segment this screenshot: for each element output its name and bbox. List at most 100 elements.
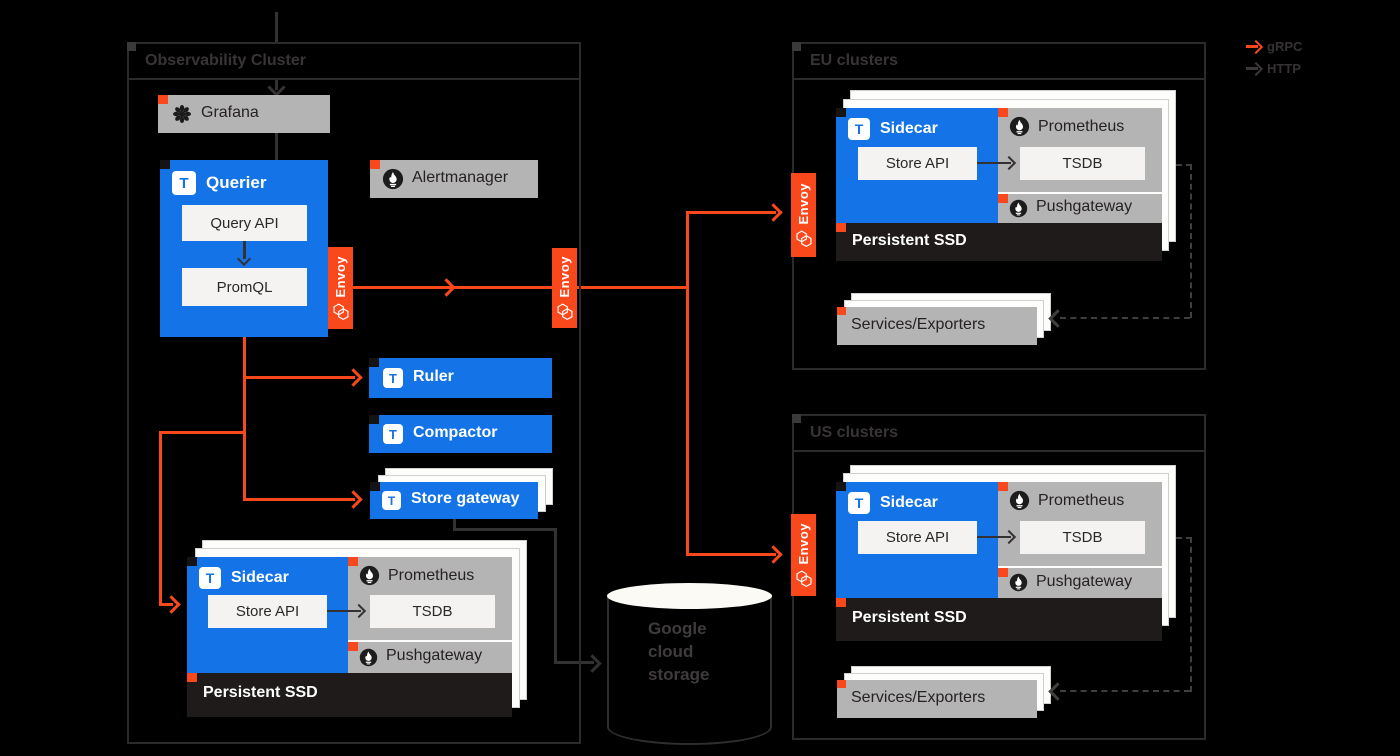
pushgateway-label: Pushgateway bbox=[1036, 198, 1133, 215]
alertmanager-box: Alertmanager bbox=[370, 160, 538, 198]
envoy-label: Envoy bbox=[333, 256, 348, 298]
query-api-box: Query API bbox=[182, 205, 307, 241]
corner-marker bbox=[348, 642, 358, 651]
corner-marker bbox=[836, 482, 846, 491]
prometheus-torch-icon bbox=[359, 648, 378, 667]
compactor-box: T Compactor bbox=[369, 415, 552, 453]
legend-http-arrowhead-icon bbox=[1248, 61, 1264, 77]
thanos-t-icon: T bbox=[848, 118, 870, 140]
tsdb-box: TSDB bbox=[1020, 147, 1145, 180]
envoy-hexagons-icon bbox=[795, 570, 812, 587]
envoy-proxy: Envoy bbox=[791, 173, 816, 257]
corner-marker bbox=[792, 42, 801, 51]
grpc-arrowhead-us-icon bbox=[764, 545, 783, 564]
persistent-ssd-box: Persistent SSD bbox=[187, 673, 512, 717]
http-line-storeapi-tsdb bbox=[977, 162, 1011, 164]
alertmanager-label: Alertmanager bbox=[412, 169, 509, 186]
dashed-line-to-services bbox=[1060, 317, 1190, 319]
thanos-t-icon: T bbox=[382, 491, 401, 510]
gcs-line1: Google bbox=[648, 619, 707, 638]
pushgateway-section: Pushgateway bbox=[348, 642, 512, 673]
dashed-line-down bbox=[1190, 164, 1192, 318]
observability-cluster-box: Observability Cluster bbox=[127, 42, 581, 744]
http-line-into-gcs bbox=[554, 661, 594, 664]
tsdb-box: TSDB bbox=[1020, 521, 1145, 554]
http-line-storeapi-tsdb bbox=[327, 610, 361, 612]
corner-marker bbox=[837, 680, 846, 688]
us-clusters-title: US clusters bbox=[794, 416, 1204, 452]
google-cloud-storage-label: Google cloud storage bbox=[648, 617, 709, 686]
dashed-line-down bbox=[1190, 537, 1192, 692]
thanos-t-icon: T bbox=[199, 567, 221, 589]
corner-marker bbox=[998, 194, 1008, 203]
envoy-label: Envoy bbox=[557, 256, 572, 298]
envoy-proxy: Envoy bbox=[791, 514, 816, 596]
store-api-box: Store API bbox=[858, 147, 977, 180]
pushgateway-section: Pushgateway bbox=[998, 194, 1162, 223]
envoy-label: Envoy bbox=[796, 183, 811, 225]
thanos-t-icon: T bbox=[172, 171, 196, 195]
grpc-line-branch-left bbox=[159, 431, 246, 434]
grpc-line-split-vertical bbox=[686, 211, 689, 556]
envoy-proxy: Envoy bbox=[552, 248, 577, 328]
ruler-label: Ruler bbox=[413, 368, 454, 385]
corner-marker bbox=[370, 482, 380, 491]
corner-marker bbox=[837, 307, 846, 315]
corner-marker bbox=[127, 42, 136, 51]
corner-marker bbox=[998, 568, 1008, 577]
persistent-ssd-label: Persistent SSD bbox=[852, 232, 967, 249]
envoy-hexagons-icon bbox=[332, 303, 349, 320]
prometheus-label: Prometheus bbox=[1038, 492, 1125, 509]
cylinder-top-icon bbox=[607, 583, 772, 609]
corner-marker bbox=[998, 108, 1008, 117]
corner-marker bbox=[369, 415, 379, 424]
http-line-queryapi-to-promql bbox=[243, 241, 246, 259]
grpc-line-into-sidecar bbox=[159, 603, 173, 606]
legend-http-arrow bbox=[1246, 67, 1258, 70]
prometheus-torch-icon bbox=[382, 168, 404, 190]
querier-label: Querier bbox=[206, 173, 267, 192]
promql-box: PromQL bbox=[182, 268, 307, 306]
corner-marker bbox=[158, 95, 168, 104]
http-line-top-in bbox=[275, 12, 278, 42]
corner-marker bbox=[160, 160, 170, 169]
corner-marker bbox=[836, 108, 846, 117]
grpc-line-to-storegw bbox=[243, 498, 355, 501]
gcs-line2: cloud bbox=[648, 642, 694, 661]
eu-clusters-title: EU clusters bbox=[794, 44, 1204, 80]
envoy-label: Envoy bbox=[796, 523, 811, 565]
pushgateway-label: Pushgateway bbox=[386, 647, 483, 664]
legend-grpc-arrowhead-icon bbox=[1248, 39, 1264, 55]
prometheus-label: Prometheus bbox=[1038, 118, 1125, 135]
prometheus-torch-icon bbox=[1009, 199, 1028, 218]
store-gateway-box: T Store gateway bbox=[370, 482, 538, 519]
prometheus-label: Prometheus bbox=[388, 567, 475, 584]
store-gateway-label: Store gateway bbox=[411, 490, 520, 507]
persistent-ssd-box: Persistent SSD bbox=[836, 223, 1162, 261]
prometheus-torch-icon bbox=[1009, 490, 1030, 511]
legend-grpc-arrow bbox=[1246, 45, 1258, 48]
dashed-line-to-services bbox=[1060, 690, 1190, 692]
prometheus-torch-icon bbox=[359, 565, 380, 586]
thanos-t-icon: T bbox=[383, 424, 403, 444]
http-line-title-to-grafana bbox=[275, 78, 278, 90]
sidecar-label: Sidecar bbox=[231, 569, 289, 586]
store-api-box: Store API bbox=[208, 595, 327, 628]
persistent-ssd-label: Persistent SSD bbox=[203, 684, 318, 701]
grafana-label: Grafana bbox=[201, 104, 259, 121]
grpc-line-promql-to-envoy bbox=[307, 286, 553, 289]
grafana-logo-icon bbox=[173, 105, 191, 123]
corner-marker bbox=[836, 598, 846, 607]
pushgateway-label: Pushgateway bbox=[1036, 573, 1133, 590]
persistent-ssd-label: Persistent SSD bbox=[852, 609, 967, 626]
sidecar-label: Sidecar bbox=[880, 494, 938, 511]
http-line-storegw-down bbox=[453, 518, 456, 530]
envoy-hexagons-icon bbox=[556, 303, 573, 320]
grpc-line-envoy-out bbox=[577, 286, 689, 289]
dashed-line-tsdb-out bbox=[1176, 164, 1192, 166]
services-exporters-label: Services/Exporters bbox=[851, 689, 986, 706]
corner-marker bbox=[370, 160, 380, 169]
thanos-t-icon: T bbox=[848, 492, 870, 514]
prometheus-torch-icon bbox=[1009, 573, 1028, 592]
